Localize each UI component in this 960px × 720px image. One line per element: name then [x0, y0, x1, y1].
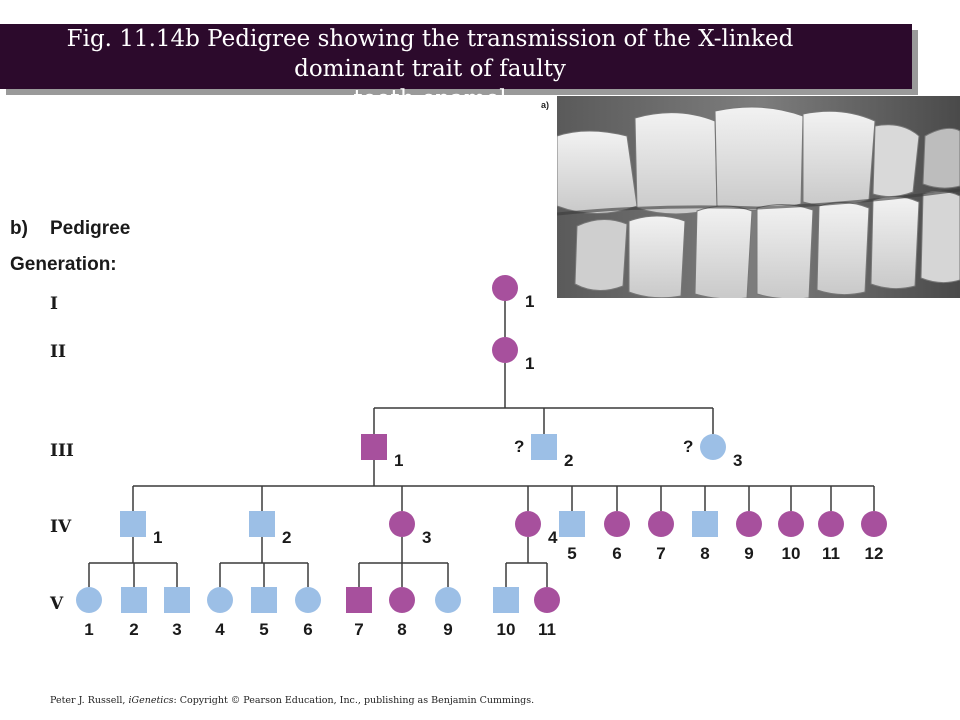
male-unaffected-symbol: [249, 511, 275, 537]
generation-label: IV: [50, 517, 72, 537]
pedigree-lines: [88, 301, 875, 587]
photo-panel-label: a): [541, 100, 550, 110]
female-unaffected-symbol: [76, 587, 102, 613]
female-affected-symbol: [778, 511, 804, 537]
individual-number: 2: [129, 620, 138, 639]
individual-number: 3: [733, 451, 742, 470]
title-line-3: tooth enamel: [353, 86, 507, 112]
female-affected-symbol: [648, 511, 674, 537]
individual-number: 1: [84, 620, 93, 639]
title-bar: Fig. 11.14b Pedigree showing the transmi…: [0, 24, 912, 112]
female-affected-symbol: [389, 511, 415, 537]
copyright-credit: Peter J. Russell, iGenetics: Copyright ©…: [50, 695, 535, 706]
individual-number: 10: [782, 544, 801, 563]
unknown-status-mark: ?: [514, 437, 524, 456]
unknown-status-mark: ?: [683, 437, 693, 456]
teeth-photo: [557, 96, 960, 298]
individual-number: 1: [394, 451, 403, 470]
individual-number: 8: [700, 544, 709, 563]
female-unaffected-symbol: [435, 587, 461, 613]
generation-heading: Generation:: [10, 254, 117, 275]
generation-label: II: [50, 342, 66, 362]
individual-number: 9: [744, 544, 753, 563]
female-affected-symbol: [492, 275, 518, 301]
individual-number: 10: [497, 620, 516, 639]
male-affected-symbol: [361, 434, 387, 460]
male-unaffected-symbol: [692, 511, 718, 537]
male-unaffected-symbol: [164, 587, 190, 613]
female-affected-symbol: [736, 511, 762, 537]
individual-number: 5: [259, 620, 268, 639]
individual-number: 8: [397, 620, 406, 639]
generation-label: I: [50, 294, 58, 314]
individual-number: 6: [303, 620, 312, 639]
individual-number: 3: [172, 620, 181, 639]
individual-number: 11: [538, 620, 556, 639]
slide-title: Fig. 11.14b Pedigree showing the transmi…: [50, 24, 810, 114]
generation-label: III: [50, 441, 74, 461]
female-affected-symbol: [515, 511, 541, 537]
female-unaffected-symbol: [700, 434, 726, 460]
female-affected-symbol: [534, 587, 560, 613]
male-unaffected-symbol: [493, 587, 519, 613]
title-line-2: dominant trait of faulty: [294, 56, 566, 82]
individual-number: 12: [865, 544, 884, 563]
individual-number: 7: [656, 544, 665, 563]
female-unaffected-symbol: [295, 587, 321, 613]
female-affected-symbol: [389, 587, 415, 613]
male-unaffected-symbol: [251, 587, 277, 613]
female-affected-symbol: [492, 337, 518, 363]
individual-number: 1: [153, 528, 162, 547]
individual-number: 2: [282, 528, 291, 547]
pedigree-heading: Pedigree: [50, 218, 130, 239]
male-unaffected-symbol: [559, 511, 585, 537]
individual-number: 3: [422, 528, 431, 547]
title-line-1: Fig. 11.14b Pedigree showing the transmi…: [66, 26, 794, 52]
individual-number: 11: [822, 544, 840, 563]
individual-number: 6: [612, 544, 621, 563]
male-unaffected-symbol: [120, 511, 146, 537]
individual-number: 5: [567, 544, 576, 563]
lower-teeth: [574, 190, 960, 298]
generation-label: V: [49, 594, 64, 614]
individual-number: 1: [525, 354, 534, 373]
individual-number: 7: [354, 620, 363, 639]
individual-number: 1: [525, 292, 534, 311]
female-unaffected-symbol: [207, 587, 233, 613]
female-affected-symbol: [604, 511, 630, 537]
male-unaffected-symbol: [531, 434, 557, 460]
individual-number: 4: [215, 620, 225, 639]
female-affected-symbol: [861, 511, 887, 537]
individual-number: 9: [443, 620, 452, 639]
individual-number: 2: [564, 451, 573, 470]
individual-number: 4: [548, 528, 558, 547]
female-affected-symbol: [818, 511, 844, 537]
male-affected-symbol: [346, 587, 372, 613]
pedigree-panel-label: b): [10, 218, 28, 239]
male-unaffected-symbol: [121, 587, 147, 613]
